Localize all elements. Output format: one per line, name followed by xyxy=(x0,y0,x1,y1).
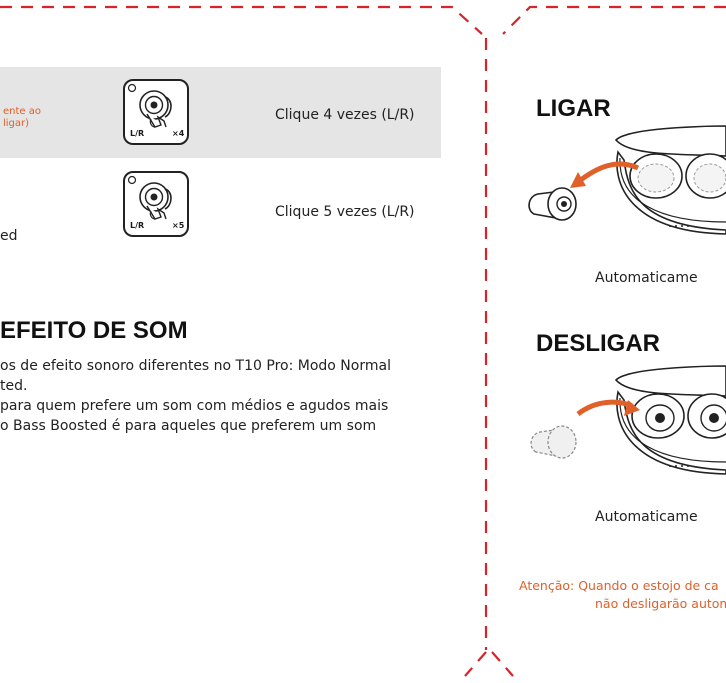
attention-note: Atenção: Quando o estojo de ca não desli… xyxy=(519,577,726,613)
row2-description-fragment: ed xyxy=(0,228,18,244)
power-off-title: DESLIGAR xyxy=(536,330,661,357)
earbuds-case-power-on-illustration xyxy=(528,125,726,235)
sound-effect-line: ted. xyxy=(0,378,28,394)
gesture-row-highlight xyxy=(0,67,441,158)
earbud-tap-gesture-icon: L/R ×5 xyxy=(121,169,191,239)
icon-side-label: L/R xyxy=(130,221,145,230)
row1-description-line1: ente ao xyxy=(3,106,41,117)
sound-effect-line: os de efeito sonoro diferentes no T10 Pr… xyxy=(0,358,391,374)
icon-count-label: ×4 xyxy=(172,129,185,138)
row1-description-fragment: ente ao ligar) xyxy=(3,106,41,130)
row1-action-text: Clique 4 vezes (L/R) xyxy=(275,107,415,123)
sound-effect-paragraph: os de efeito sonoro diferentes no T10 Pr… xyxy=(0,356,391,436)
icon-side-label: L/R xyxy=(130,129,145,138)
power-on-title: LIGAR xyxy=(536,95,611,122)
power-on-caption: Automaticame xyxy=(595,270,698,286)
power-off-caption: Automaticame xyxy=(595,509,698,525)
sound-effect-heading: EFEITO DE SOM xyxy=(0,317,188,344)
row1-description-line2: ligar) xyxy=(3,118,30,129)
earbuds-case-power-off-illustration xyxy=(530,365,726,475)
icon-count-label: ×5 xyxy=(172,221,185,230)
attention-note-line2: não desligarão autom xyxy=(595,596,726,611)
attention-note-line1: Atenção: Quando o estojo de ca xyxy=(519,578,719,593)
sound-effect-line: para quem prefere um som com médios e ag… xyxy=(0,398,389,414)
sound-effect-line: o Bass Boosted é para aqueles que prefer… xyxy=(0,418,377,434)
row2-action-text: Clique 5 vezes (L/R) xyxy=(275,204,415,220)
earbud-tap-gesture-icon: L/R ×4 xyxy=(121,77,191,147)
